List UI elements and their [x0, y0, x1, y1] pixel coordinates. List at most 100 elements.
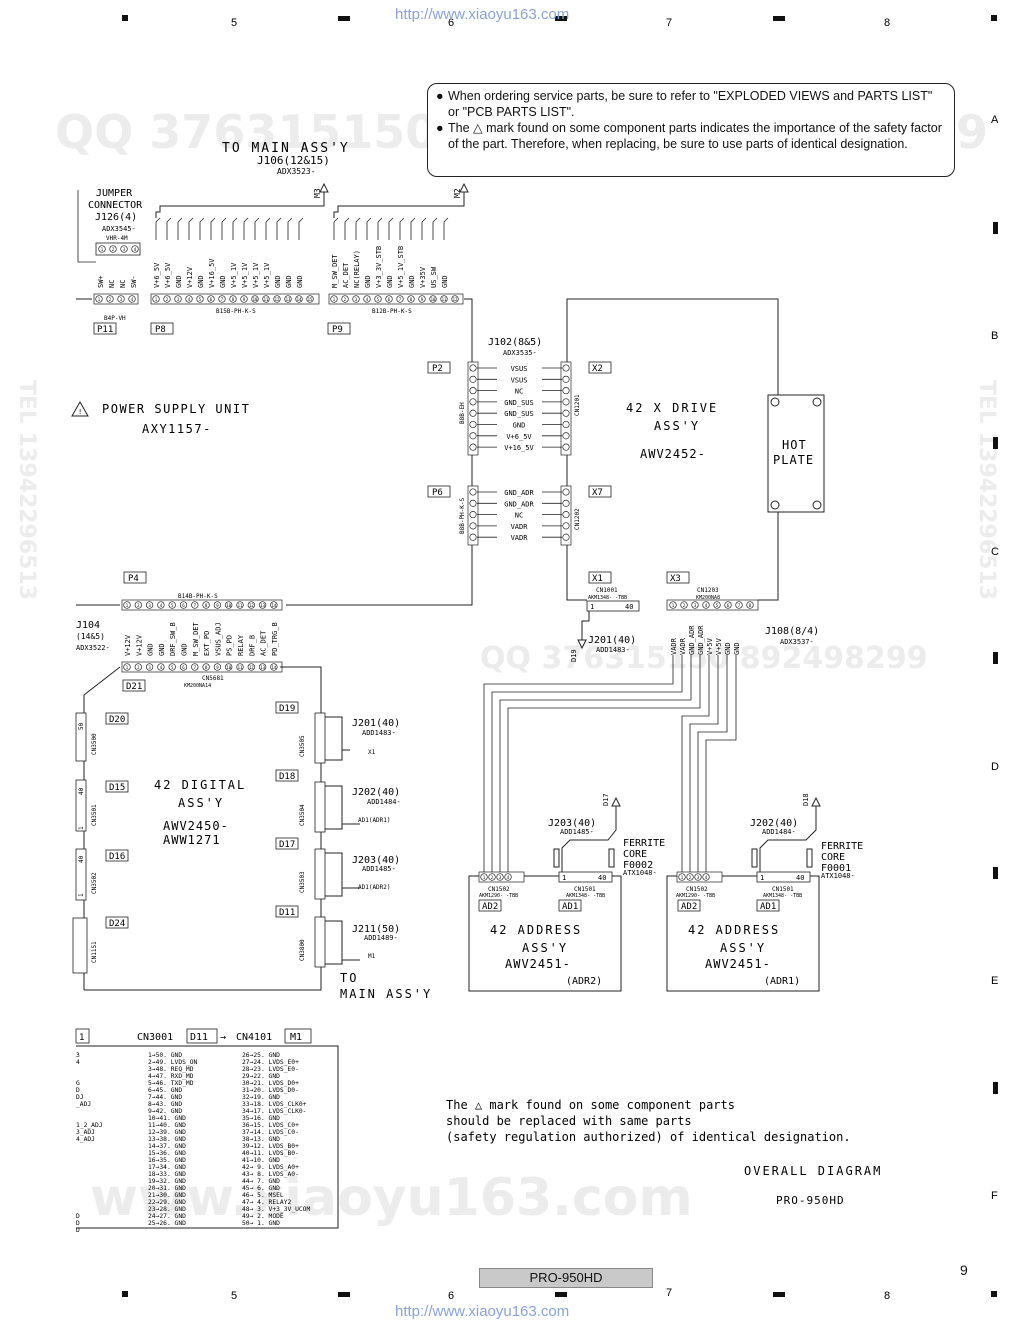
p8-pin-num: 8 [232, 297, 235, 302]
table-cell: 45→ 6. GND [242, 1185, 280, 1192]
table-stub: G [76, 1080, 80, 1087]
svg-text:CN3500: CN3500 [91, 733, 98, 755]
cn5681-pin-num: 6 [182, 665, 185, 670]
col-6-top: 6 [448, 17, 454, 29]
xdrive-part: AWV2452- [640, 447, 706, 461]
watermark-tel-left: TEL 13942296513 [14, 380, 39, 600]
table-cell: 48→ 3. V+3_3V_UCOM [242, 1206, 310, 1213]
x3-pin-num: 1 [672, 603, 675, 608]
p8-pin-label: V+5_1V [263, 262, 271, 288]
svg-text:(ADR1): (ADR1) [764, 976, 800, 987]
x3-pin-8 [746, 601, 754, 609]
table-stub: D [76, 1220, 80, 1227]
service-notice: ●When ordering service parts, be sure to… [427, 83, 955, 177]
svg-text:AKM1348- -TBB: AKM1348- -TBB [588, 595, 627, 601]
table-cell: 4→47. RXD_MD [148, 1073, 194, 1080]
p11-pin-3 [117, 295, 125, 303]
jumper-pin-label: SW- [130, 275, 138, 288]
svg-text:KM200NA8: KM200NA8 [696, 595, 720, 601]
table-cell: 22→29. GND [148, 1199, 186, 1206]
svg-text:40: 40 [796, 874, 804, 882]
j102-pin-label: VSUS [511, 376, 528, 384]
p8-pin-label: V+16_5V [208, 258, 216, 288]
p9-pin-label: GND [386, 275, 394, 288]
table-cell: 3→48. REQ_MD [148, 1066, 194, 1073]
j102-pin-label: GND_SUS [504, 410, 534, 418]
adr2pins-pin-num: 4 [507, 875, 510, 880]
table-cell: 10→41. GND [148, 1115, 186, 1122]
j104-pin-label: V+12V [135, 634, 143, 656]
jumper-connector: JUMPER CONNECTOR J126(4) ADX3545- VHR-4M… [77, 188, 143, 288]
tag-d24: D24 [109, 919, 125, 929]
p9-pin-label: NC(RELAY) [353, 250, 361, 288]
table-cell: 38→13. GND [242, 1136, 280, 1143]
cn5681-pin-num: 13 [260, 665, 265, 670]
p4-pin-num: 6 [182, 603, 185, 608]
table-cell: 23→28. GND [148, 1206, 186, 1213]
cn3001-pin-table: 1 CN3001 D11 → CN4101 M1 1→50. GND2→49. … [75, 1028, 339, 1234]
header-url-link[interactable]: http://www.xiaoyu163.com [395, 6, 570, 23]
tag-d18: D18 [279, 772, 295, 782]
tag-ad2-a: AD2 [482, 902, 498, 912]
svg-text:CN1001: CN1001 [596, 587, 618, 594]
row-e: E [991, 975, 998, 987]
table-cell: 11→40. GND [148, 1122, 186, 1129]
row-a: A [991, 114, 999, 126]
cn5681-pin-10 [225, 663, 233, 671]
notice-line2: The △ mark found on some component parts… [448, 121, 942, 151]
p4-pin-3 [145, 601, 154, 609]
p8-pin-2 [163, 295, 171, 303]
svg-text:CN1201: CN1201 [574, 394, 581, 416]
p4-pin-num: 14 [271, 603, 276, 608]
table-cell: 49→ 2. MODE [242, 1213, 284, 1220]
p8-pin-num: 4 [188, 297, 191, 302]
x3-pin-6 [724, 601, 732, 609]
j102-pin-label: V+6_5V [506, 433, 532, 441]
m3-label: M3 [313, 188, 322, 198]
table-cell: 31→20. LVDS_D0- [242, 1087, 299, 1094]
svg-text:AKM1348- -TBB: AKM1348- -TBB [763, 893, 802, 899]
p9-pin-6 [385, 295, 393, 303]
j104-pin-label: GND [181, 643, 189, 656]
j203-adr2-label: J203(40) [548, 818, 596, 829]
table-stub: 4_ADJ [76, 1136, 95, 1143]
j108-pin-label: V+5V [706, 637, 714, 655]
p8-pin-num: 11 [264, 297, 269, 302]
p4-pin-7 [191, 601, 199, 609]
x3-pin-2 [680, 601, 688, 609]
footer-url-link[interactable]: http://www.xiaoyu163.com [395, 1303, 570, 1320]
m2-label: M2 [453, 188, 462, 198]
overall-title: OVERALL DIAGRAM [744, 1164, 882, 1178]
p4-pin-8 [202, 601, 210, 609]
j108-pin-label: GND_ADR [688, 625, 696, 655]
p8-pin-label: GND [274, 275, 282, 288]
svg-text:40: 40 [598, 874, 606, 882]
p9-pin-11 [440, 295, 448, 303]
cn5681-pin-num: 4 [160, 665, 163, 670]
table-cell: 33→18. LVDS_CLK0+ [242, 1101, 307, 1108]
p8-pin-3 [174, 295, 182, 303]
svg-text:KM200NA14: KM200NA14 [184, 683, 211, 689]
svg-text:B15B-PH-K-S: B15B-PH-K-S [216, 308, 256, 315]
svg-text:40: 40 [625, 603, 633, 611]
col-7-bottom: 7 [666, 1287, 672, 1299]
adr1pins-pin-num: 2 [689, 875, 692, 880]
table-stub: D [76, 1087, 80, 1094]
tag-p6: P6 [432, 488, 443, 498]
j106-part: ADX3523- [277, 167, 316, 176]
adr1pins-pin-num: 3 [697, 875, 700, 880]
row-c: C [991, 546, 999, 558]
table-cell: 19→32. GND [148, 1178, 186, 1185]
jumper-pin-label: NC [108, 280, 116, 288]
p4-pin-num: 3 [148, 603, 151, 608]
p8-pin-num: 13 [286, 297, 291, 302]
p4-pin-12 [247, 601, 255, 609]
adr2pins-pin-num: 3 [499, 875, 502, 880]
p8-pin-num: 14 [297, 297, 302, 302]
j102-label: J102(8&5) [488, 337, 542, 348]
safety-note: The △ mark found on some component parts… [446, 1098, 882, 1207]
jumper-pin-3 [120, 245, 128, 253]
p9-pin-label: V+5_1V_STB [397, 246, 405, 288]
p9-pin-num: 2 [344, 297, 347, 302]
table-cell: 44→ 7. GND [242, 1178, 280, 1185]
